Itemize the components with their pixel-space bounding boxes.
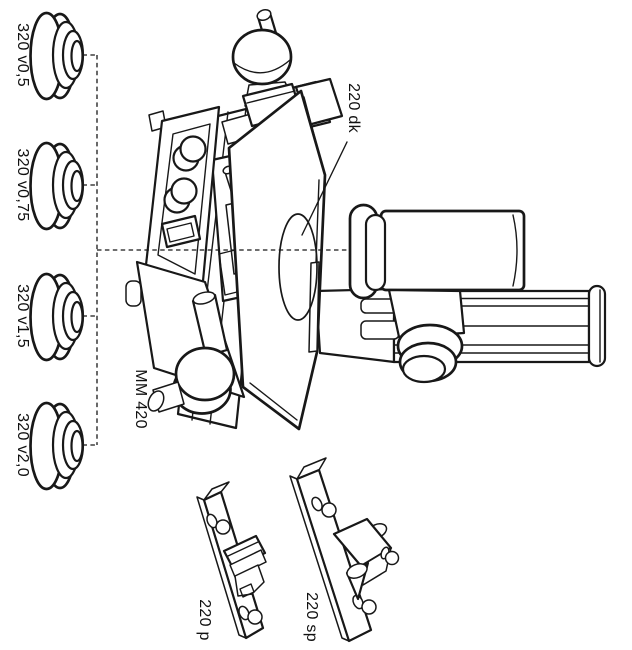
- lens-adapter-320-v15: [29, 272, 85, 362]
- camera-tube: [348, 203, 526, 300]
- label-lens-320-v05: 320 v0,5: [14, 23, 31, 87]
- knurled-screw: [206, 513, 231, 535]
- knurled-screw: [352, 594, 377, 615]
- ball-knob: [231, 8, 296, 107]
- prism-holder: [222, 534, 267, 598]
- label-lens-320-v20: 320 v2,0: [14, 413, 31, 477]
- dashed-connectors: [82, 54, 351, 446]
- lens-adapter-320-v05: [29, 11, 85, 101]
- tube-bracket: [360, 288, 466, 340]
- panel-button-top: [172, 135, 207, 172]
- lens-adapter-320-v075: [29, 141, 85, 231]
- machine-illustration: [125, 8, 607, 431]
- leader-line-220dk: [301, 141, 348, 236]
- knurled-screw: [311, 496, 337, 518]
- hand-knob: [147, 291, 236, 415]
- stage-plate: [227, 89, 327, 431]
- label-220sp: 220 sp: [303, 592, 320, 642]
- accessory-220sp: [289, 457, 400, 643]
- label-mm420: MM 420: [132, 369, 149, 429]
- label-220dk: 220 dk: [345, 83, 362, 134]
- label-lens-320-v15: 320 v1,5: [14, 284, 31, 348]
- rail-end-cap: [587, 284, 607, 368]
- panel-button-bottom: [163, 177, 198, 214]
- objective-lens: [396, 323, 464, 384]
- panel-display: [160, 214, 202, 249]
- lens-adapter-320-v20: [29, 401, 85, 491]
- knurled-screw: [384, 550, 400, 566]
- clamp-block: [332, 517, 400, 601]
- knurled-screw: [238, 605, 263, 625]
- accessory-220p: [196, 481, 267, 640]
- label-lens-320-v075: 320 v0,75: [14, 149, 31, 222]
- label-220p: 220 p: [196, 599, 213, 641]
- stage-glass-insert: [278, 213, 318, 321]
